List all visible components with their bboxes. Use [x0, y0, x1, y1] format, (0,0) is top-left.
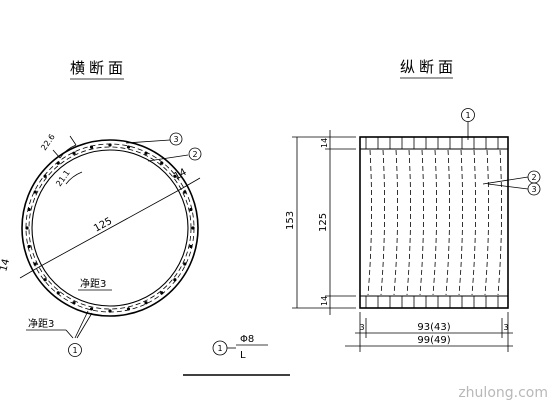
- long-callout-2-leader: [482, 176, 529, 185]
- wall-dim-left-line: [19, 266, 40, 279]
- rebar-dot: [126, 307, 131, 311]
- middle-dim-text: 125: [318, 213, 329, 232]
- callout-3-circle: [169, 132, 183, 146]
- long-callout-3-label: 3: [531, 185, 536, 194]
- rebar-line: [445, 149, 450, 296]
- outer-arc-dim: [59, 144, 77, 159]
- end-dim-right-text: 3: [503, 323, 508, 332]
- rebar-dot: [33, 190, 37, 194]
- rebar-line: [367, 149, 372, 296]
- rebar-dot: [173, 174, 177, 178]
- callout-3-leader: [125, 139, 171, 144]
- rebar-size-text: Φ8: [240, 334, 254, 345]
- rebar-dot: [43, 174, 47, 178]
- rebar-dot: [108, 309, 112, 313]
- rebar-dot: [89, 307, 94, 311]
- clear-inner-text: 净距3: [80, 277, 106, 290]
- top-wall-hatch: [365, 137, 499, 149]
- top-wall-dim-text: 14: [320, 138, 329, 148]
- rebar-dot: [56, 291, 60, 295]
- rebar-dot: [33, 262, 37, 266]
- rebar-line: [458, 149, 463, 296]
- longitudinal-section: 纵断面 153 14 125 14 1 2 3: [285, 58, 541, 352]
- callout-3-label: 3: [173, 135, 178, 144]
- rebar-line: [380, 149, 385, 296]
- clear-outer-text: 净距3: [28, 317, 54, 330]
- end-dim-left-text: 3: [359, 323, 364, 332]
- rebar-dot: [189, 207, 193, 212]
- rebar-line: [393, 149, 398, 296]
- rebar-dot: [183, 190, 187, 194]
- rebar-length-text: L: [240, 350, 246, 361]
- bottom-wall-dim-text: 14: [320, 296, 329, 306]
- bottom-wall-hatch: [365, 296, 499, 308]
- rebar-dot: [189, 244, 193, 249]
- longitudinal-rebar-dots: [25, 143, 195, 313]
- long-callout-1-circle: [461, 108, 475, 122]
- callout-1-circle: [68, 343, 82, 357]
- callout-2-leader: [147, 154, 189, 162]
- rebar-dot: [144, 301, 148, 305]
- rebar-dot: [191, 226, 195, 230]
- cross-section-title: 横断面: [70, 59, 127, 77]
- callout-1-leader-c: [76, 312, 93, 339]
- rebar-line: [406, 149, 411, 296]
- rebar-detail: 1 Φ8 L: [183, 334, 290, 376]
- callout-1-leader-b: [74, 310, 89, 339]
- callout-1-label: 1: [72, 346, 77, 355]
- rebar-dot: [25, 226, 29, 230]
- outer-arc-ext-a: [52, 149, 61, 159]
- rebar-dot: [160, 161, 164, 165]
- rebar-dot: [72, 301, 76, 305]
- cross-section: 横断面 125 14 14 22.6 21.1 3 2: [0, 59, 202, 357]
- long-section-title: 纵断面: [400, 58, 457, 76]
- outer-arc-dim-text: 22.6: [39, 132, 57, 152]
- rebar-line: [484, 149, 489, 296]
- hoop-rebar-inner: [28, 146, 192, 310]
- inner-ring: [31, 149, 189, 307]
- long-callout-3-circle: [527, 182, 541, 196]
- rebar-dot: [173, 278, 177, 282]
- long-callout-1-label: 1: [465, 111, 470, 120]
- rebar-mark-label: 1: [217, 344, 222, 353]
- outer-arc-ext-b: [69, 135, 77, 146]
- rebar-line: [497, 149, 502, 296]
- total-length-text: 99(49): [417, 335, 450, 346]
- long-callout-2-label: 2: [531, 173, 536, 182]
- rebar-dot: [144, 151, 148, 155]
- rebar-dot: [89, 145, 94, 149]
- inner-arc-dim: [65, 171, 83, 185]
- rebar-dot: [183, 262, 187, 266]
- long-callout-3-leader: [487, 183, 529, 190]
- rebar-dot: [56, 161, 60, 165]
- watermark-text: zhulong.com: [458, 385, 548, 401]
- callout-2-circle: [188, 147, 202, 161]
- rebar-line: [471, 149, 476, 296]
- rebar-line: [432, 149, 437, 296]
- wall-dim-right-text: 14: [172, 167, 188, 183]
- inner-length-text: 93(43): [417, 322, 450, 333]
- longitudinal-rebars: [367, 149, 502, 296]
- total-height-text: 153: [285, 211, 296, 230]
- rebar-dot: [72, 151, 76, 155]
- callout-2-label: 2: [192, 150, 197, 159]
- wall-dim-left-text: 14: [0, 258, 12, 273]
- rebar-dot: [27, 207, 31, 212]
- rebar-line: [419, 149, 424, 296]
- wall-dim-right-line: [180, 177, 201, 190]
- rebar-dot: [43, 278, 47, 282]
- diameter-dim-line: [38, 188, 182, 268]
- rebar-dot: [108, 143, 112, 147]
- callout-1-leader-a: [65, 329, 74, 339]
- outer-ring: [21, 139, 199, 317]
- rebar-dot: [126, 145, 131, 149]
- pipe-body: [359, 136, 509, 309]
- rebar-dot: [160, 291, 164, 295]
- rebar-dot: [27, 244, 31, 249]
